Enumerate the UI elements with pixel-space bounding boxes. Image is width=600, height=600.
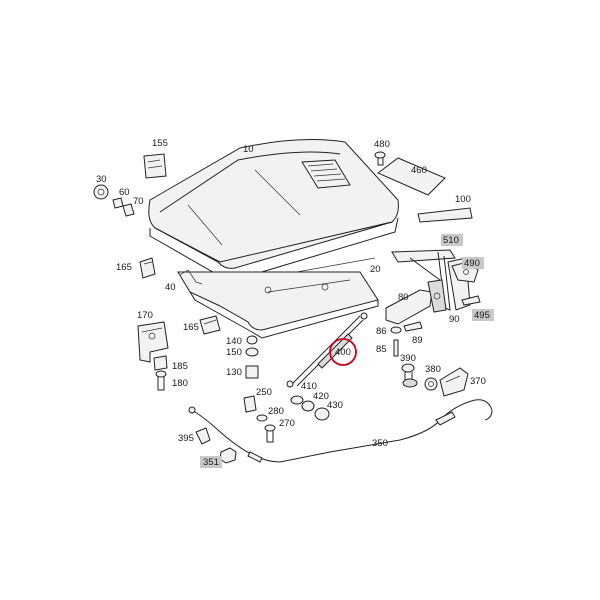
callout-420: 420: [313, 391, 329, 402]
callout-89: 89: [412, 335, 423, 346]
hinge-170: [137, 321, 169, 363]
release-cable-350: [191, 399, 493, 463]
callout-85: 85: [376, 344, 387, 355]
label-box-351: [200, 456, 222, 468]
bolt-270: [264, 424, 276, 443]
callout-395: 395: [178, 433, 194, 444]
callout-20: 20: [370, 264, 381, 275]
callout-400: 400: [335, 347, 351, 358]
label-box-495: [472, 309, 494, 321]
clip-165-left: [139, 257, 156, 279]
callout-86: 86: [376, 326, 387, 337]
callout-165-left: 165: [116, 262, 132, 273]
part-410: [290, 395, 304, 405]
hood-lock-370: [439, 367, 469, 397]
bolt-495: [461, 295, 481, 306]
callout-40: 40: [165, 282, 176, 293]
bolt-185: [153, 355, 168, 371]
callout-410: 410: [301, 381, 317, 392]
bolt-180: [155, 370, 167, 391]
callout-80: 80: [398, 292, 409, 303]
callout-150: 150: [226, 347, 242, 358]
part-140: [246, 335, 258, 345]
washer-86: [390, 326, 402, 334]
highlight-circle-400: [329, 338, 357, 366]
callout-70: 70: [133, 196, 144, 207]
callout-430: 430: [327, 400, 343, 411]
callout-495: 495: [474, 310, 490, 321]
hood-part-10: [148, 139, 399, 281]
callout-185: 185: [172, 361, 188, 372]
callout-480: 480: [374, 139, 390, 150]
pad-100: [417, 207, 473, 223]
insulation-mat-460: [377, 157, 446, 196]
bolt-85: [393, 339, 399, 357]
part-430: [314, 407, 330, 421]
callout-10: 10: [243, 144, 254, 155]
callout-510: 510: [443, 235, 459, 246]
callout-90: 90: [449, 314, 460, 325]
callout-155: 155: [152, 138, 168, 149]
callout-350: 350: [372, 438, 388, 449]
callout-460: 460: [411, 165, 427, 176]
nut-351: [219, 447, 237, 464]
callout-180: 180: [172, 378, 188, 389]
callout-490: 490: [464, 258, 480, 269]
callout-370: 370: [470, 376, 486, 387]
inner-panel-40: [177, 269, 379, 339]
callout-140: 140: [226, 336, 242, 347]
label-box-490: [462, 257, 484, 269]
grommet-30: [93, 184, 109, 200]
clip-395: [195, 427, 211, 445]
part-380: [424, 377, 438, 391]
part-420: [301, 400, 315, 412]
callout-100: 100: [455, 194, 471, 205]
lock-pin-390: [401, 363, 418, 388]
part-130: [245, 365, 259, 379]
bolt-89: [403, 321, 423, 332]
part-70: [122, 203, 135, 217]
callout-280: 280: [268, 406, 284, 417]
clip-480: [374, 151, 386, 166]
callout-130: 130: [226, 367, 242, 378]
callout-30: 30: [96, 174, 107, 185]
part-150: [245, 347, 259, 357]
part-250: [243, 395, 257, 413]
clip-155: [143, 153, 167, 179]
callout-170: 170: [137, 310, 153, 321]
part-60: [112, 197, 124, 209]
callout-60: 60: [119, 187, 130, 198]
callout-380: 380: [425, 364, 441, 375]
part-280: [256, 414, 268, 422]
callout-270: 270: [279, 418, 295, 429]
hinge-80: [385, 279, 447, 325]
clip-165-mid: [199, 315, 221, 335]
label-box-510: [441, 234, 463, 246]
callout-165-mid: 165: [183, 322, 199, 333]
callout-390: 390: [400, 353, 416, 364]
callout-250: 250: [256, 387, 272, 398]
callout-351: 351: [203, 457, 219, 468]
